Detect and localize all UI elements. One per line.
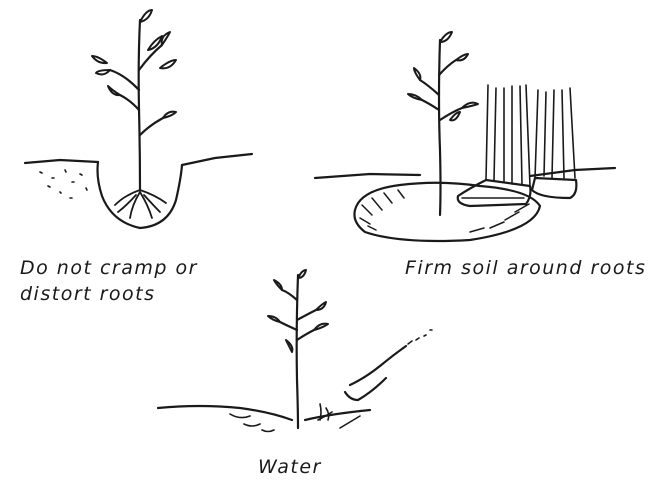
ground-line-water bbox=[158, 406, 370, 420]
panel-firm-soil bbox=[315, 32, 615, 241]
ground-line-left bbox=[25, 160, 98, 163]
soil-speckle bbox=[40, 170, 87, 198]
caption-distort-roots: distort roots bbox=[20, 282, 156, 306]
ground-scribble bbox=[230, 412, 360, 432]
seedling-stem bbox=[139, 20, 140, 190]
caption-water: Water bbox=[258, 455, 322, 479]
ground-line-firm bbox=[315, 168, 615, 178]
caption-do-not-cramp: Do not cramp or bbox=[20, 256, 198, 280]
soil-mound bbox=[354, 183, 540, 241]
caption-firm-soil: Firm soil around roots bbox=[405, 256, 646, 280]
panel-water bbox=[158, 270, 432, 432]
spread-roots bbox=[115, 190, 166, 218]
seedling-leaves bbox=[92, 10, 176, 118]
mound-hatching bbox=[360, 190, 529, 232]
panel-cramp-roots bbox=[25, 10, 252, 228]
water-seedling-stem bbox=[297, 275, 298, 428]
ground-line-right bbox=[182, 154, 252, 165]
firm-seedling-stem bbox=[439, 40, 441, 215]
water-stream bbox=[320, 330, 432, 420]
firm-seedling-leaves bbox=[408, 32, 478, 120]
